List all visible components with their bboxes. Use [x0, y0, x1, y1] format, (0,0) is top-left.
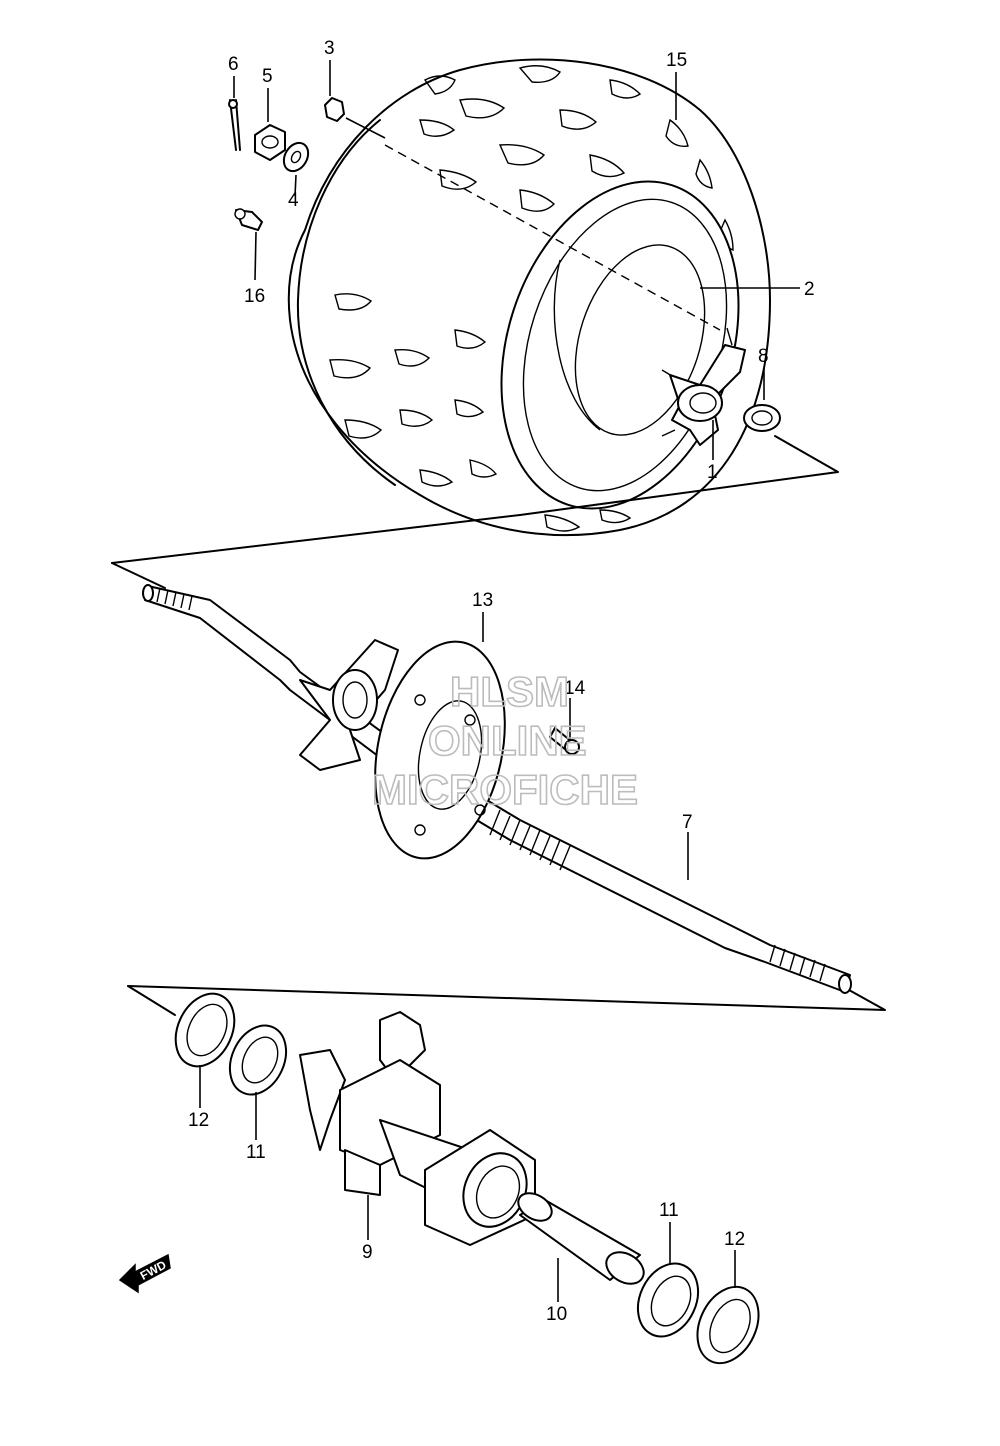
callout-5[interactable]: 5 [262, 66, 273, 87]
disc-bolt [549, 727, 580, 755]
section-lines [111, 435, 886, 1016]
washer [282, 141, 310, 173]
wheel-hub [661, 327, 746, 446]
bearing-right [636, 1262, 700, 1338]
watermark-line-3: MICROFICHE [372, 766, 638, 813]
tire-valve [234, 208, 263, 231]
spacer-tube [517, 1192, 645, 1285]
hub-seal [743, 404, 781, 432]
callout-9[interactable]: 9 [362, 1242, 373, 1263]
tire [287, 58, 771, 537]
callout-12-right[interactable]: 12 [724, 1229, 745, 1250]
callout-10[interactable]: 10 [546, 1304, 567, 1325]
callout-12-left[interactable]: 12 [188, 1110, 209, 1131]
wheel-nut [324, 97, 345, 122]
oil-seal-left [174, 992, 236, 1068]
callout-2[interactable]: 2 [804, 279, 815, 300]
bearing-left [228, 1024, 288, 1096]
leader-lines [199, 60, 800, 1302]
axle-housing [299, 1011, 536, 1246]
watermark: HLSM ONLINE MICROFICHE [371, 667, 639, 814]
cotter-pin [228, 99, 241, 151]
callout-3[interactable]: 3 [324, 38, 335, 59]
fwd-arrow: FWD [118, 1253, 171, 1294]
watermark-line-1: HLSM [450, 668, 569, 715]
callouts: 6 5 3 4 16 15 2 8 1 13 14 7 12 11 9 10 1… [188, 38, 815, 1325]
castle-nut [254, 124, 286, 161]
callout-7[interactable]: 7 [682, 812, 693, 833]
axle-hub-flange [299, 639, 399, 771]
callout-6[interactable]: 6 [228, 54, 239, 75]
callout-1[interactable]: 1 [707, 462, 718, 483]
callout-8[interactable]: 8 [758, 346, 769, 367]
tire-axis-line [384, 144, 721, 331]
watermark-line-2: ONLINE [428, 717, 587, 764]
callout-16[interactable]: 16 [244, 286, 265, 307]
callout-15[interactable]: 15 [666, 50, 687, 71]
callout-13[interactable]: 13 [472, 590, 493, 611]
oil-seal-right [696, 1285, 760, 1365]
callout-4[interactable]: 4 [288, 190, 299, 211]
rear-axle [142, 584, 852, 994]
callout-11-left[interactable]: 11 [246, 1142, 266, 1163]
callout-14[interactable]: 14 [564, 678, 586, 699]
callout-11-right[interactable]: 11 [659, 1200, 679, 1221]
brake-disc [374, 640, 506, 860]
